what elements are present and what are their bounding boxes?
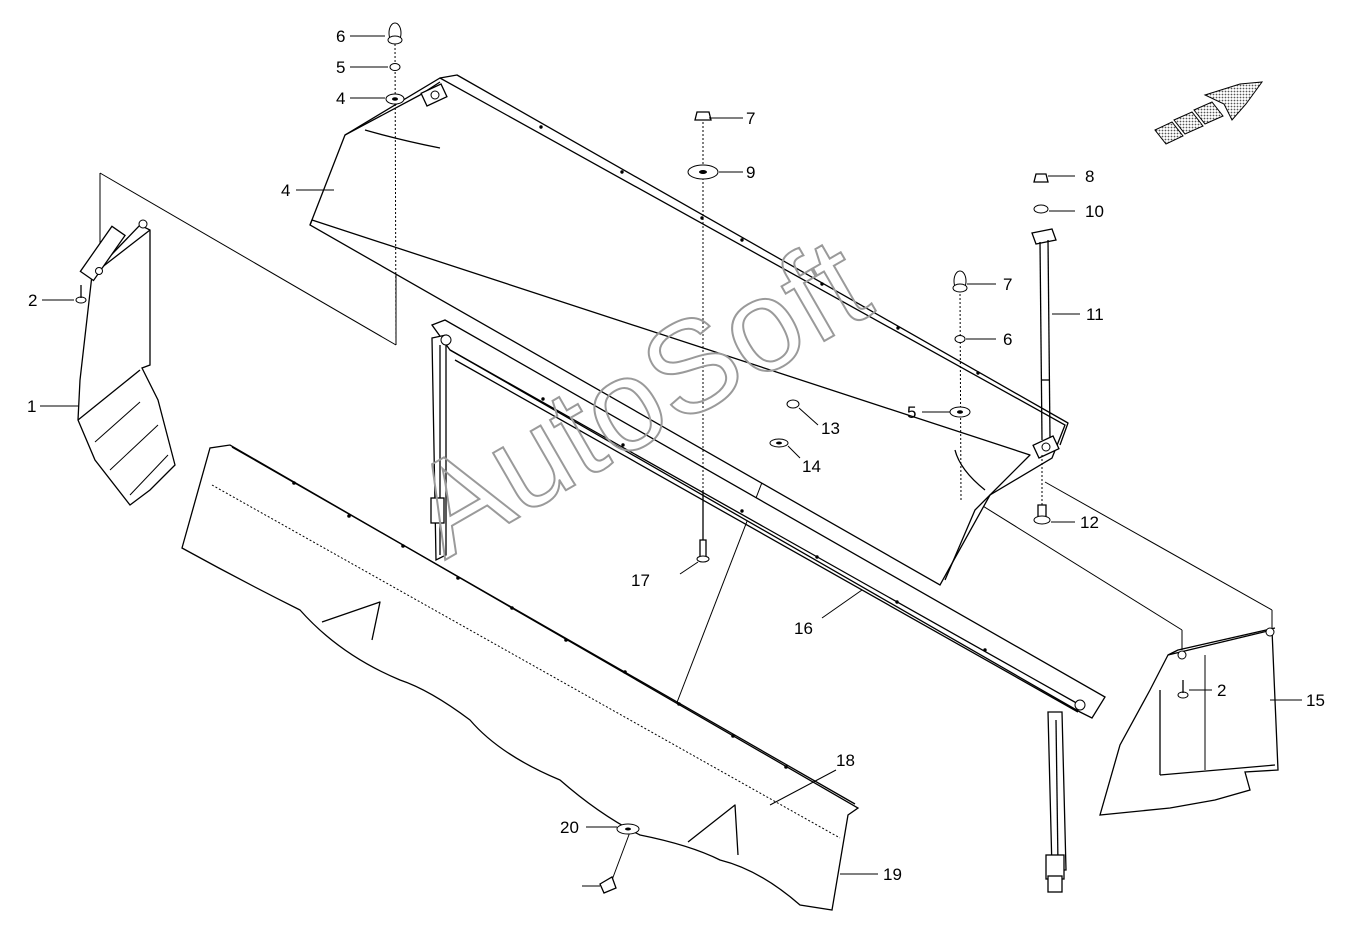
right-side-panel-part-14 xyxy=(1099,627,1279,816)
callout-labels: 6 5 4 4 2 1 7 9 7 6 5 8 10 11 12 13 14 1… xyxy=(27,27,1325,887)
callout-8: 9 xyxy=(746,163,755,182)
callout-1: 1 xyxy=(27,397,36,416)
callout-10: 11 xyxy=(1086,305,1104,324)
callout-2: 2 xyxy=(28,291,37,310)
callout-16: 17 xyxy=(631,571,650,590)
callout-3: 4 xyxy=(281,181,290,200)
callout-7-right: 8 xyxy=(1085,167,1094,186)
callout-4-right: 5 xyxy=(907,403,916,422)
callout-19: 20 xyxy=(560,818,579,837)
direction-arrow-icon xyxy=(1154,81,1264,145)
bolts-2 xyxy=(75,285,1189,699)
callout-18: 19 xyxy=(883,865,902,884)
hardware-stack-right xyxy=(949,270,971,501)
callout-6: 6 xyxy=(336,27,345,46)
callout-4: 4 xyxy=(336,89,345,108)
left-side-panel-part-1 xyxy=(77,219,176,506)
rod-part-10 xyxy=(1031,173,1057,525)
top-cover-part-3 xyxy=(309,74,1069,586)
callout-7: 7 xyxy=(746,109,755,128)
callout-9: 10 xyxy=(1085,202,1104,221)
fasteners-19-20 xyxy=(599,823,640,894)
hardware-stack-center xyxy=(687,111,719,563)
callout-2-right: 2 xyxy=(1217,681,1226,700)
callout-5: 5 xyxy=(336,58,345,77)
callout-15: 16 xyxy=(794,619,813,638)
callout-17: 18 xyxy=(836,751,855,770)
frame-part-15 xyxy=(430,319,1106,893)
lower-apron-part-18 xyxy=(181,444,860,911)
callout-11: 12 xyxy=(1080,513,1099,532)
bolts-12-13 xyxy=(769,399,800,448)
callout-12: 13 xyxy=(821,419,840,438)
callout-13: 14 xyxy=(802,457,821,476)
callout-5-right: 6 xyxy=(1003,330,1012,349)
hardware-stack-left xyxy=(385,22,405,346)
callout-6-right: 7 xyxy=(1003,275,1012,294)
callout-14: 15 xyxy=(1306,691,1325,710)
